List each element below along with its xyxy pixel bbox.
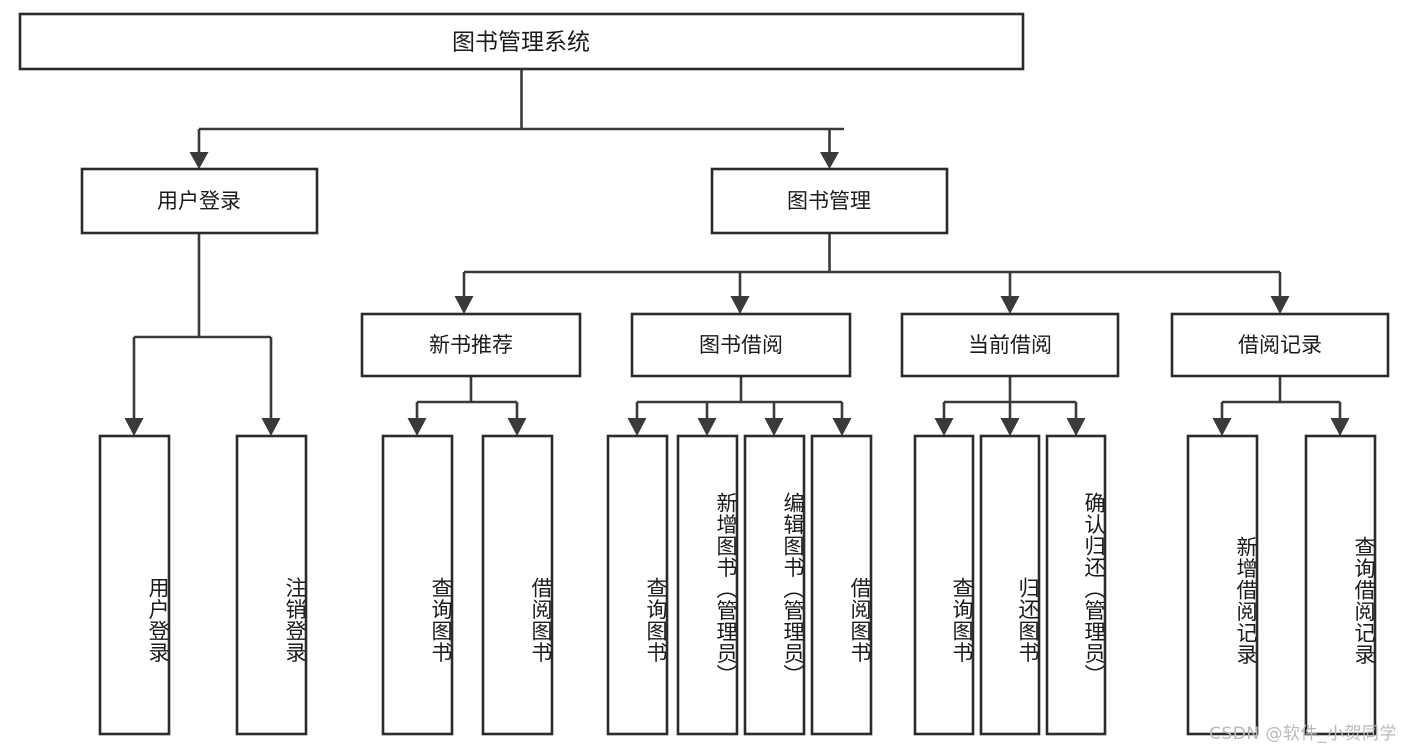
- connector-bookborrow-to-leaves: [627, 376, 852, 436]
- label-borrow-record: 借阅记录: [1238, 333, 1322, 357]
- node-leaf-user-login[interactable]: [98, 434, 171, 736]
- connector-userlogin-to-leaves: [124, 233, 281, 436]
- node-leaf-return-book[interactable]: [979, 434, 1041, 736]
- connector-root-to-level2: [189, 69, 844, 169]
- label-user-login: 用户登录: [157, 189, 241, 213]
- connector-borrowrecord-to-leaves: [1212, 376, 1350, 436]
- node-current-borrow[interactable]: [900, 312, 1120, 378]
- label-new-book-rec: 新书推荐: [429, 333, 513, 357]
- label-current-borrow: 当前借阅: [968, 333, 1052, 357]
- node-leaf-query-book-1[interactable]: [381, 434, 454, 736]
- label-book-manage: 图书管理: [787, 189, 871, 213]
- node-leaf-query-book-3[interactable]: [913, 434, 975, 736]
- node-leaf-add-book[interactable]: [676, 434, 739, 736]
- node-leaf-confirm-return[interactable]: [1045, 434, 1107, 736]
- connector-newbook-to-leaves: [407, 376, 527, 436]
- node-book-manage[interactable]: [710, 167, 949, 235]
- node-leaf-borrow-book-1[interactable]: [481, 434, 554, 736]
- label-book-borrow: 图书借阅: [699, 333, 783, 357]
- node-leaf-borrow-book-2[interactable]: [810, 434, 873, 736]
- node-root[interactable]: [18, 12, 1025, 71]
- label-root: 图书管理系统: [452, 30, 590, 56]
- connector-bookmanage-to-level3: [454, 233, 1290, 314]
- node-leaf-add-record[interactable]: [1186, 434, 1259, 736]
- node-leaf-logout-login[interactable]: [235, 434, 308, 736]
- node-book-borrow[interactable]: [630, 312, 852, 378]
- node-leaf-query-book-2[interactable]: [606, 434, 669, 736]
- connector-currentborrow-to-leaves: [934, 376, 1086, 436]
- node-borrow-record[interactable]: [1170, 312, 1390, 378]
- node-leaf-edit-book[interactable]: [743, 434, 806, 736]
- node-new-book-rec[interactable]: [360, 312, 582, 378]
- node-user-login[interactable]: [80, 167, 319, 235]
- node-leaf-query-record[interactable]: [1304, 434, 1377, 736]
- watermark-text: CSDN @软件_小贺同学: [1209, 724, 1397, 744]
